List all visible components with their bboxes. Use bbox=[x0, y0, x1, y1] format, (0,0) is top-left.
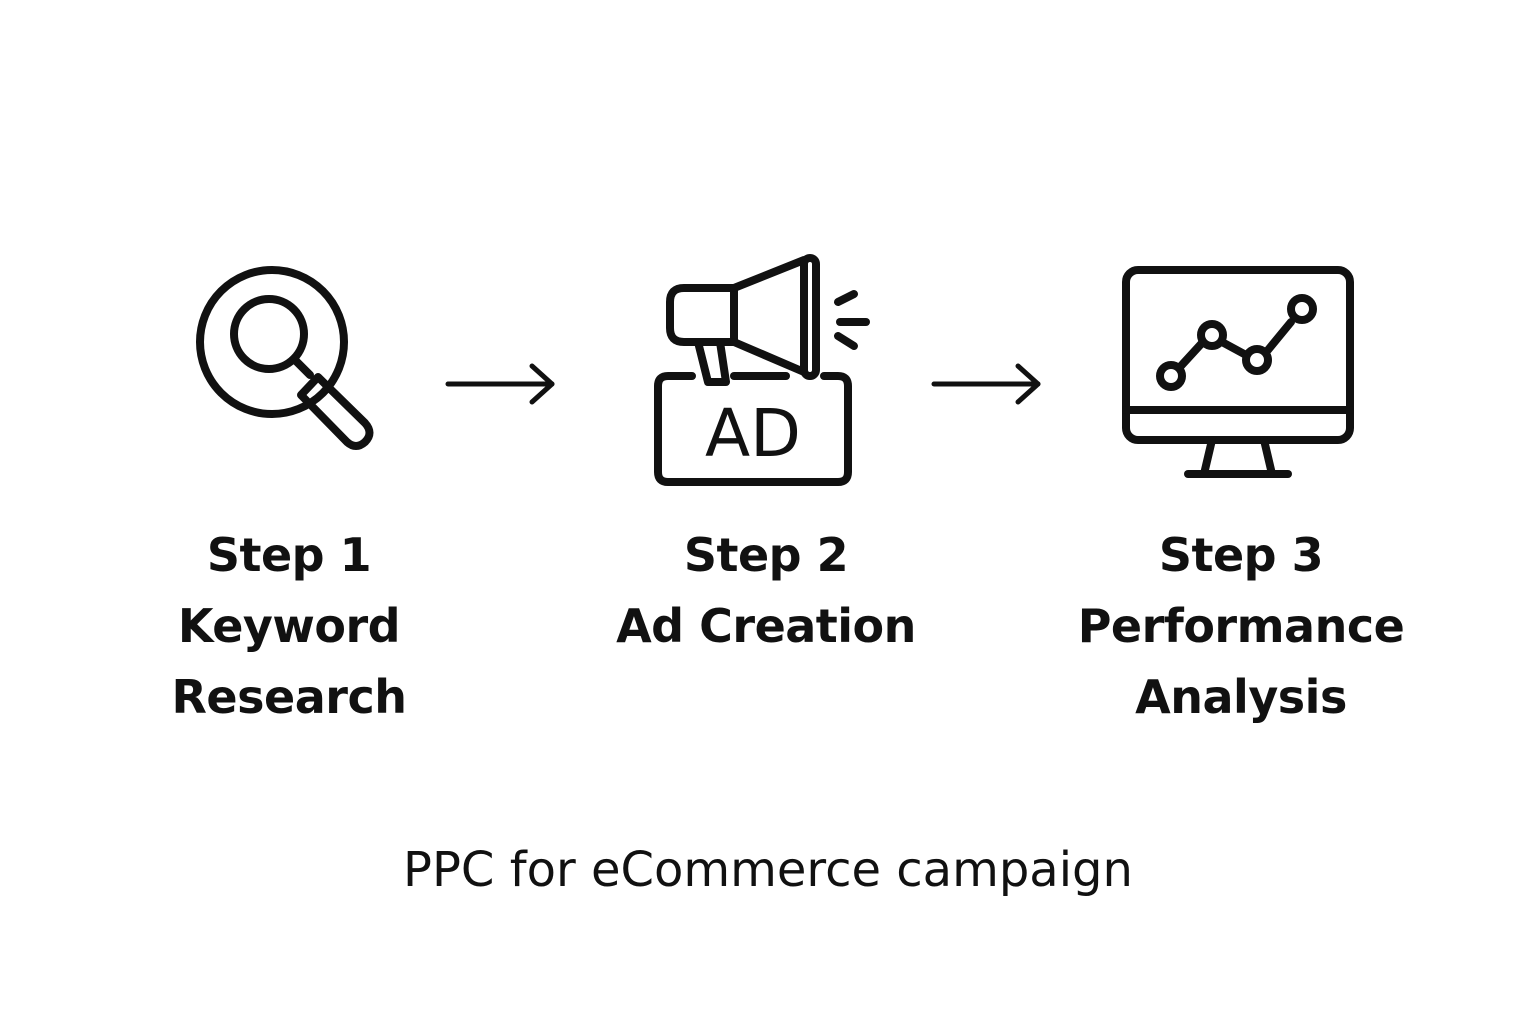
step-1-heading: Step 1 bbox=[206, 528, 372, 582]
magnifier-icon bbox=[190, 266, 400, 480]
step-1-text: Step 1 Keyword Research bbox=[89, 520, 489, 733]
step-3-heading: Step 3 bbox=[1158, 528, 1324, 582]
step-2-heading: Step 2 bbox=[683, 528, 849, 582]
step-2-text: Step 2 Ad Creation bbox=[566, 520, 966, 662]
diagram-caption: PPC for eCommerce campaign bbox=[403, 842, 1133, 898]
step-2-label-line-1: Ad Creation bbox=[616, 599, 916, 653]
step-1-label-line-1: Keyword bbox=[177, 599, 401, 653]
step-3-text: Step 3 Performance Analysis bbox=[1041, 520, 1441, 733]
arrow-right-icon bbox=[440, 360, 560, 410]
monitor-chart-icon bbox=[1118, 262, 1358, 482]
ad-badge-text: AD bbox=[705, 395, 801, 472]
step-1-label-line-2: Research bbox=[171, 670, 407, 724]
step-3-label-line-2: Analysis bbox=[1135, 670, 1347, 724]
step-3-label-line-1: Performance bbox=[1077, 599, 1405, 653]
megaphone-icon: AD bbox=[650, 250, 880, 490]
arrow-right-icon bbox=[926, 360, 1046, 410]
